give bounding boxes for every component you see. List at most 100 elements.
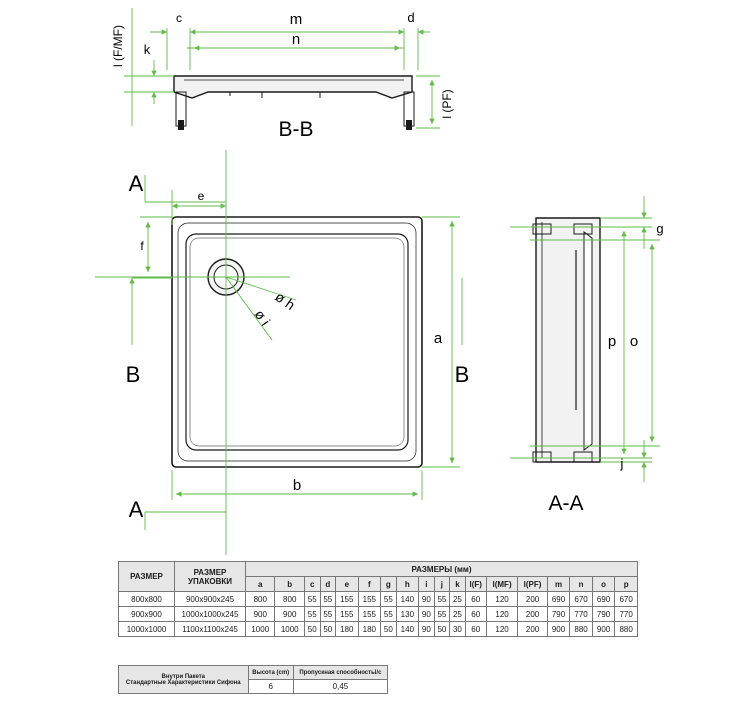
row-pack: 900x900x245 [174,591,246,607]
row-value: 770 [569,606,593,622]
row-value: 120 [485,606,519,622]
row-value: 180 [357,621,382,637]
row-value: 90 [418,606,435,622]
column-header-i: i [418,576,435,592]
row-value: 60 [464,621,487,637]
column-header-g: g [380,576,397,592]
dim-b-label: b [293,477,301,494]
row-value: 90 [418,591,435,607]
row-value: 900 [244,606,276,622]
row-pack: 1100x1100x245 [174,621,246,637]
column-header-p: p [614,576,638,592]
row-value: 670 [569,591,593,607]
column-header-m: m [546,576,571,592]
column-header-n: n [569,576,593,592]
dim-m-label: m [290,11,303,28]
row-value: 120 [485,621,519,637]
row-value: 1000 [274,621,305,637]
plan-view: e f a b ø h ø i A A B B [95,150,469,555]
dim-o-label: o [630,333,638,350]
row-value: 900 [591,621,616,637]
column-header-d: d [319,576,337,592]
cut-a-bottom-label: A [129,497,144,522]
row-value: 790 [591,606,616,622]
cut-a-top-label: A [129,171,144,196]
row-value: 55 [303,606,321,622]
column-header-lmf: l(MF) [485,576,519,592]
row-value: 55 [319,606,337,622]
row-value: 200 [517,591,548,607]
row-value: 30 [449,621,466,637]
row-value: 140 [395,591,420,607]
row-value: 130 [395,606,420,622]
section-aa-label: A-A [548,492,583,515]
dim-l-pf-label: l (PF) [440,89,454,118]
header-size: РАЗМЕР [118,561,175,592]
cut-b-right-label: B [455,362,470,387]
row-value: 1000 [244,621,276,637]
column-header-lpf: l(PF) [517,576,548,592]
row-value: 180 [335,621,359,637]
column-header-k: k [449,576,466,592]
siphon-table: Внутри Пакета Стандартные Характеристики… [118,665,389,694]
row-value: 55 [433,606,451,622]
row-value: 155 [357,606,382,622]
column-header-j: j [433,576,451,592]
row-value: 690 [591,591,616,607]
dim-j-label: j [620,456,624,471]
row-value: 25 [449,606,466,622]
row-value: 155 [335,606,359,622]
row-value: 140 [395,621,420,637]
row-value: 50 [319,621,337,637]
row-value: 120 [485,591,519,607]
column-header-o: o [591,576,616,592]
row-size: 900x900 [118,606,175,622]
dim-c-label: c [176,11,182,25]
siphon-height-value: 6 [247,679,294,694]
column-header-lf: l(F) [464,576,487,592]
row-value: 55 [319,591,337,607]
row-value: 800 [244,591,276,607]
row-value: 880 [614,621,638,637]
column-header-c: c [303,576,321,592]
column-header-h: h [395,576,420,592]
row-value: 55 [433,591,451,607]
section-aa: g p o j A-A [510,196,664,515]
header-dims: РАЗМЕРЫ (мм) [245,561,638,577]
section-bb: m n c d k l (F/MF) l (PF) B-B [111,8,454,141]
row-value: 60 [464,591,487,607]
row-value: 50 [433,621,451,637]
row-pack: 1000x1000x245 [174,606,246,622]
dim-a-label: a [434,330,443,347]
dim-d-label: d [407,10,414,25]
row-value: 670 [614,591,638,607]
dim-n-label: n [292,31,300,48]
siphon-label-line2: Стандартные Характеристики Сифона [125,679,241,686]
dim-g-label: g [656,221,663,236]
row-size: 800x800 [118,591,175,607]
row-size: 1000x1000 [118,621,175,637]
row-value: 50 [303,621,321,637]
row-value: 25 [449,591,466,607]
column-header-b: b [274,576,305,592]
column-header-f: f [357,576,382,592]
cut-b-left-label: B [126,362,141,387]
siphon-height-header: Высота (cm) [247,665,294,680]
row-value: 155 [357,591,382,607]
dim-l-mf-label: l (F/MF) [111,25,125,67]
row-value: 200 [517,621,548,637]
dim-phi-i-label: ø i [252,307,274,329]
row-value: 690 [546,591,571,607]
siphon-capacity-header: Пропускная способностьl/с [292,665,389,680]
row-value: 55 [380,606,397,622]
row-value: 90 [418,621,435,637]
row-value: 155 [335,591,359,607]
technical-drawing: m n c d k l (F/MF) l (PF) B-B [95,8,664,555]
siphon-label-line1: Внутри Пакета [161,673,206,680]
dim-f-label: f [140,239,144,253]
